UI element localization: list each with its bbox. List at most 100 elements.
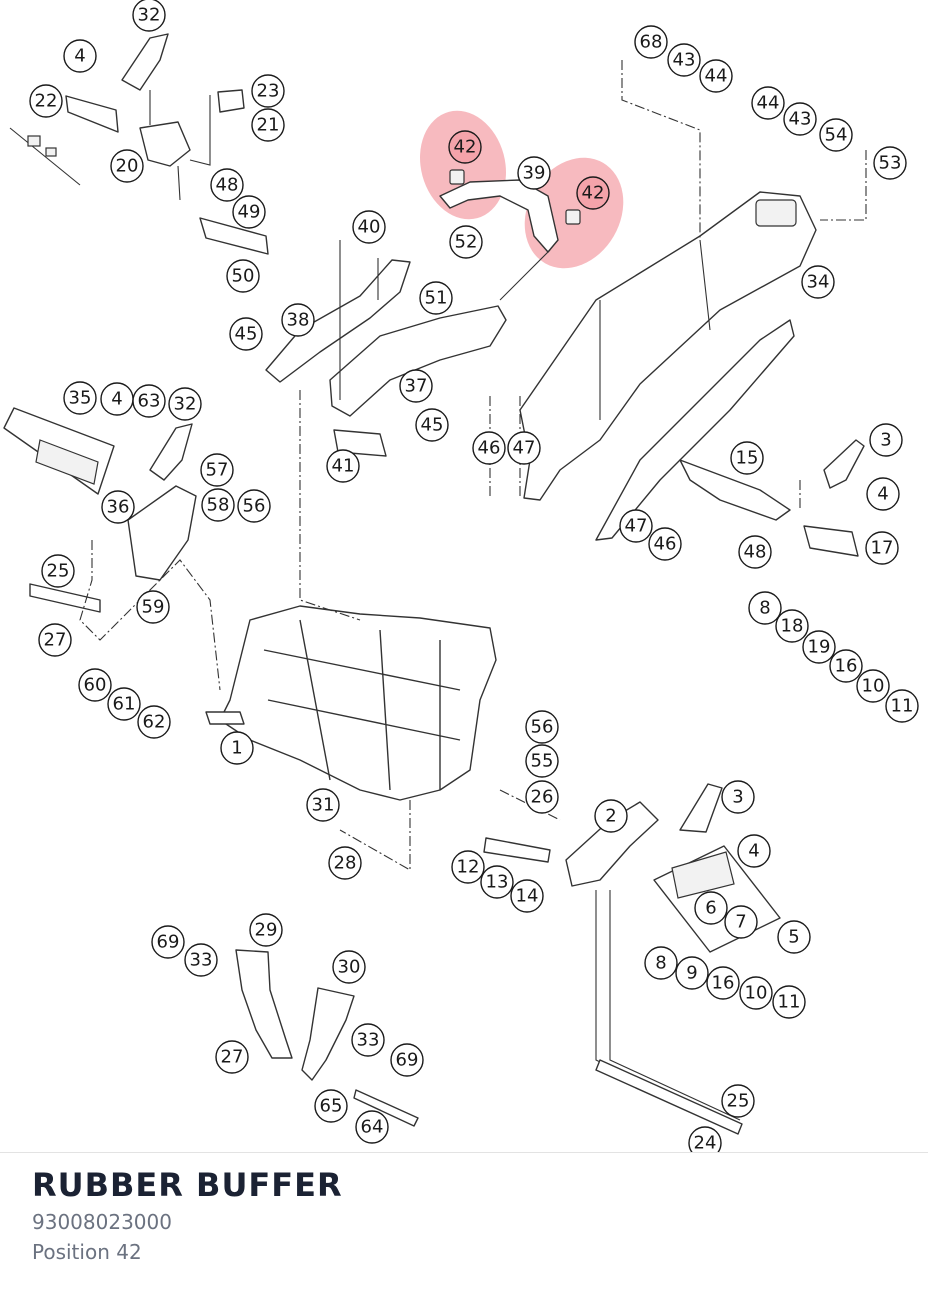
callout-label: 18 <box>781 616 804 637</box>
callout-position-4: 4 <box>63 39 97 73</box>
callout-circle <box>200 453 234 487</box>
callout-position-33: 33 <box>184 943 218 977</box>
callout-position-12: 12 <box>451 850 485 884</box>
callout-circle <box>314 1089 348 1123</box>
callout-label: 52 <box>455 232 478 253</box>
callout-circle <box>721 780 755 814</box>
callout-circle <box>576 176 610 210</box>
callout-label: 37 <box>405 376 428 397</box>
footrest-bracket-upper-left <box>9 33 269 255</box>
callout-position-69: 69 <box>390 1043 424 1077</box>
callout-position-42-highlighted: 42 <box>576 176 610 210</box>
callout-circle <box>517 156 551 190</box>
callout-circle <box>730 441 764 475</box>
callout-position-28: 28 <box>328 846 362 880</box>
callout-label: 62 <box>143 712 166 733</box>
callout-label: 23 <box>257 81 280 102</box>
callout-position-14: 14 <box>510 879 544 913</box>
callout-label: 53 <box>879 153 902 174</box>
callout-position-40: 40 <box>352 210 386 244</box>
callout-position-61: 61 <box>107 687 141 721</box>
callout-circle <box>748 591 782 625</box>
callout-label: 5 <box>788 927 799 948</box>
callout-label: 29 <box>255 920 278 941</box>
callout-label: 64 <box>361 1117 384 1138</box>
callout-circle <box>306 788 340 822</box>
callout-position-65: 65 <box>314 1089 348 1123</box>
callout-label: 55 <box>531 751 554 772</box>
callout-circle <box>869 423 903 457</box>
callout-label: 11 <box>778 992 801 1013</box>
rear-subframe <box>519 191 817 541</box>
callout-position-35: 35 <box>63 381 97 415</box>
callout-position-3: 3 <box>721 780 755 814</box>
callout-label: 2 <box>605 806 616 827</box>
callout-position-38: 38 <box>281 303 315 337</box>
callout-circle <box>29 84 63 118</box>
callout-circle <box>232 195 266 229</box>
callout-position-1: 1 <box>220 731 254 765</box>
callout-circle <box>326 449 360 483</box>
callout-label: 56 <box>531 717 554 738</box>
callout-label: 58 <box>207 495 230 516</box>
callout-label: 7 <box>735 912 746 933</box>
callout-position-39: 39 <box>517 156 551 190</box>
callout-label: 4 <box>74 46 85 67</box>
callout-position-2: 2 <box>594 799 628 833</box>
callout-position-32: 32 <box>168 387 202 421</box>
callout-label: 50 <box>232 266 255 287</box>
callout-position-54: 54 <box>819 118 853 152</box>
callout-circle <box>802 630 836 664</box>
callout-position-9: 9 <box>675 956 709 990</box>
callout-label: 36 <box>107 497 130 518</box>
callout-position-59: 59 <box>136 590 170 624</box>
callout-position-24: 24 <box>688 1126 722 1152</box>
callout-position-25: 25 <box>41 554 75 588</box>
axles-lower-right <box>595 890 743 1135</box>
callout-label: 54 <box>825 125 848 146</box>
callout-position-8: 8 <box>644 946 678 980</box>
callout-label: 31 <box>312 795 335 816</box>
callout-position-11: 11 <box>885 689 919 723</box>
callout-position-29: 29 <box>249 913 283 947</box>
callout-position-4: 4 <box>100 382 134 416</box>
callout-position-4: 4 <box>737 834 771 868</box>
callout-position-52: 52 <box>449 225 483 259</box>
callout-circle <box>525 710 559 744</box>
callout-label: 42 <box>582 183 605 204</box>
callout-circle <box>41 554 75 588</box>
callout-position-62: 62 <box>137 705 171 739</box>
callout-position-60: 60 <box>78 668 112 702</box>
callout-circle <box>688 1126 722 1152</box>
callout-label: 4 <box>748 841 759 862</box>
callout-position-48: 48 <box>210 168 244 202</box>
callout-position-27: 27 <box>38 623 72 657</box>
callout-label: 8 <box>655 953 666 974</box>
divider <box>0 1152 928 1153</box>
callout-label: 49 <box>238 202 261 223</box>
callout-position-58: 58 <box>201 488 235 522</box>
callout-circle <box>829 649 863 683</box>
callout-circle <box>251 74 285 108</box>
callout-circle <box>738 535 772 569</box>
part-info-panel: RUBBER BUFFER 93008023000 Position 42 <box>32 1166 343 1264</box>
callout-position-6: 6 <box>694 891 728 925</box>
callout-circle <box>419 281 453 315</box>
callout-circle <box>775 609 809 643</box>
callout-label: 46 <box>654 534 677 555</box>
footrest-bracket-right-rear <box>679 439 865 557</box>
callout-label: 32 <box>138 5 161 26</box>
callout-circle <box>201 488 235 522</box>
callout-label: 10 <box>745 983 768 1004</box>
footrest-assembly-left <box>3 407 221 691</box>
callout-label: 51 <box>425 288 448 309</box>
callout-label: 28 <box>334 853 357 874</box>
callout-label: 61 <box>113 694 136 715</box>
callout-circle <box>210 168 244 202</box>
callout-circle <box>619 509 653 543</box>
callout-position-37: 37 <box>399 369 433 403</box>
callout-label: 25 <box>727 1091 750 1112</box>
callout-label: 8 <box>759 598 770 619</box>
callout-position-42-highlighted: 42 <box>448 130 482 164</box>
callout-label: 20 <box>116 156 139 177</box>
